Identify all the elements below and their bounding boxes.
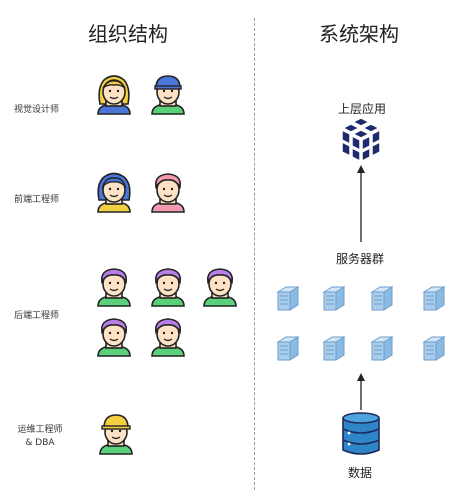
org-structure-title: 组织结构 [88, 22, 168, 46]
arrow-up-icon [357, 165, 365, 242]
server-rack-icon [277, 286, 299, 311]
server-cluster-label: 服务器群 [336, 252, 385, 266]
role-label-ops-dba: 运维工程师 & DBA [14, 424, 66, 450]
avatar-backend-1 [94, 262, 134, 308]
avatar-visual-designer-1 [94, 70, 134, 116]
avatar-backend-3 [200, 262, 240, 308]
avatar-backend-2 [148, 262, 188, 308]
role-label-ops-line1: 运维工程师 [17, 425, 63, 435]
avatar-frontend-2 [148, 168, 188, 214]
arrow-up-icon [357, 373, 365, 410]
avatar-ops-dba [96, 410, 136, 456]
avatar-frontend-1 [94, 168, 134, 214]
server-rack-icon [371, 286, 393, 311]
server-rack-icon [423, 286, 445, 311]
server-rack-icon [277, 336, 299, 361]
app-layer-label: 上层应用 [338, 102, 387, 116]
server-rack-icon [323, 286, 345, 311]
server-rack-icon [323, 336, 345, 361]
role-label-backend: 后端工程师 [14, 311, 60, 321]
database-icon [342, 412, 380, 455]
cube-cluster-icon [341, 117, 381, 163]
avatar-backend-4 [94, 312, 134, 358]
server-rack-icon [371, 336, 393, 361]
avatar-backend-5 [148, 312, 188, 358]
server-rack-icon [423, 336, 445, 361]
section-divider [254, 18, 255, 490]
role-label-ops-line2: & DBA [25, 438, 55, 448]
role-label-visual-designer: 视觉设计师 [14, 105, 60, 115]
role-label-frontend: 前端工程师 [14, 195, 60, 205]
avatar-visual-designer-2 [148, 70, 188, 116]
system-architecture-title: 系统架构 [319, 22, 399, 46]
database-label: 数据 [348, 466, 373, 480]
